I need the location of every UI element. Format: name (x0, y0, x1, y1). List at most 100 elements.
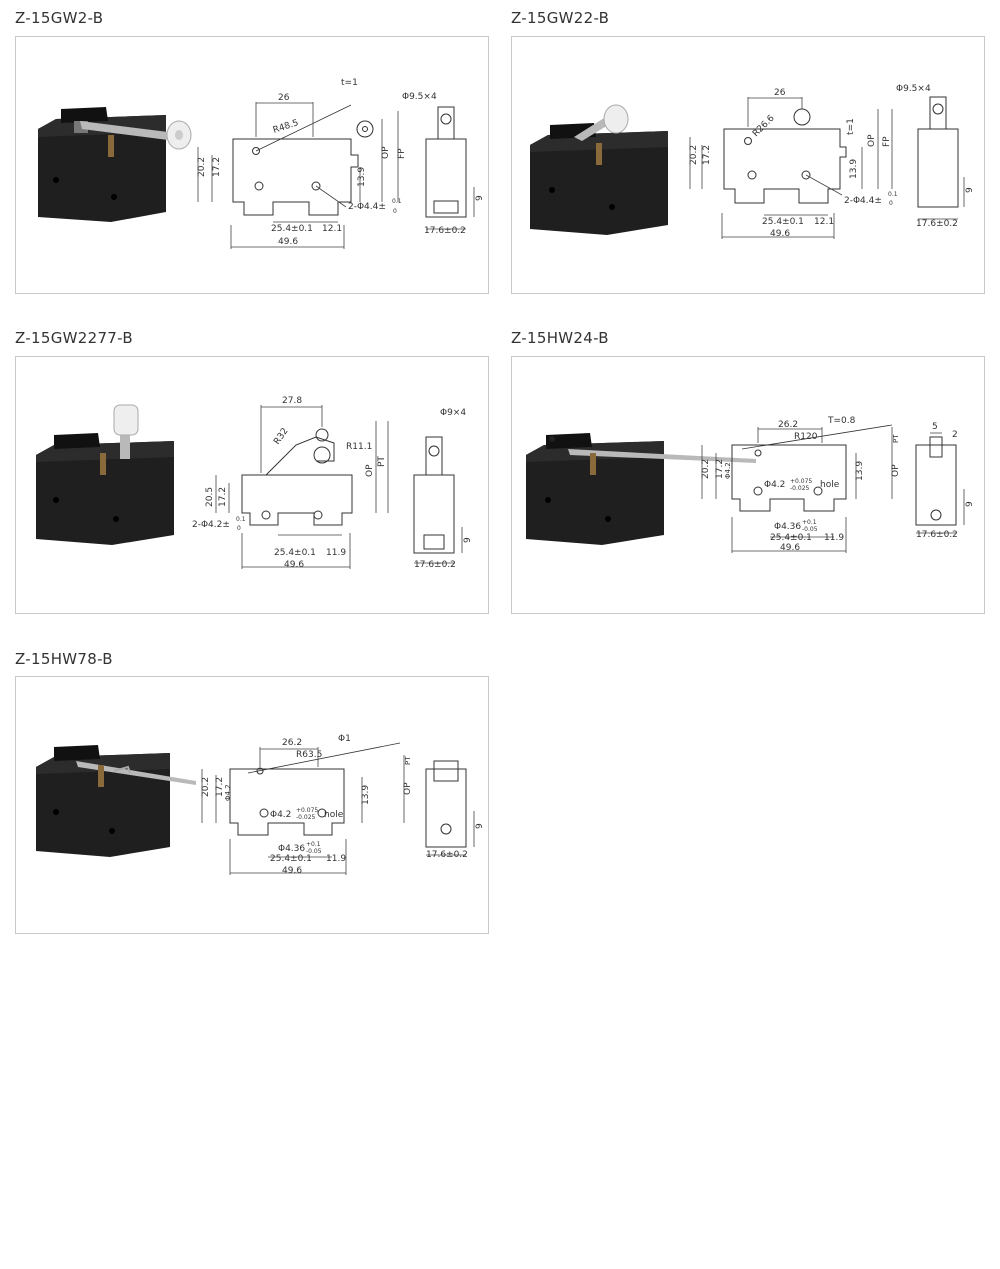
front-view-drawing (701, 424, 893, 553)
dim-label: R120 (794, 432, 818, 442)
dim-label: -0.025 (296, 814, 316, 821)
dim-label: 17.6±0.2 (916, 530, 958, 540)
dim-label: 26 (774, 88, 786, 98)
dim-label: 25.4±0.1 (270, 854, 312, 864)
product-figure: 27.8 R32 R11.1 20.5 17.2 OP PT 2-Φ4.2± 0… (36, 396, 473, 570)
dim-label: 25.4±0.1 (271, 224, 313, 234)
dim-label: 0.1 (392, 198, 402, 205)
dim-label: 13.9 (849, 159, 859, 179)
dim-label: 9 (463, 537, 473, 543)
panel-title: Z-15HW78-B (15, 650, 113, 668)
dim-label: 12.1 (814, 217, 834, 227)
dim-label: 20.2 (201, 777, 211, 797)
dim-label: 13.9 (855, 461, 865, 481)
dim-label: 26 (278, 93, 290, 103)
dim-label: 11.9 (326, 854, 346, 864)
switch-photo (526, 433, 756, 545)
dim-label: OP (891, 464, 901, 477)
dim-label: FP (397, 148, 407, 159)
switch-photo (530, 104, 668, 235)
dim-label: 17.6±0.2 (414, 560, 456, 570)
dim-label: Φ4.2 (224, 784, 232, 801)
dim-label: 2 (952, 430, 958, 440)
product-panel: 26.2 T=0.8 R120 PT 20.2 17.2 Φ4.2 Φ4.2 +… (511, 356, 985, 614)
dim-label: 0.1 (236, 516, 246, 523)
dim-label: t=1 (341, 78, 358, 88)
dim-label: T=0.8 (827, 416, 856, 426)
product-panel: 26.2 R63.5 Φ1 PT 20.2 17.2 Φ4.2 Φ4.2 +0.… (15, 676, 489, 934)
front-view-drawing (201, 742, 405, 875)
dim-label: 25.4±0.1 (762, 217, 804, 227)
dim-label: Φ4.36 (278, 844, 305, 854)
front-view-drawing (215, 405, 389, 569)
dim-label: R63.5 (296, 750, 322, 760)
dim-label: 17.6±0.2 (916, 219, 958, 229)
side-view-drawing (413, 436, 463, 564)
dim-label: 17.2 (715, 459, 725, 479)
dim-label: 25.4±0.1 (274, 548, 316, 558)
dim-label: 20.2 (689, 145, 699, 165)
dim-label: R11.1 (346, 442, 372, 452)
product-figure: 26.2 T=0.8 R120 PT 20.2 17.2 Φ4.2 Φ4.2 +… (526, 416, 975, 553)
dim-label: FP (882, 136, 892, 147)
dim-label: 27.8 (282, 396, 302, 406)
panel-title: Z-15HW24-B (511, 329, 609, 347)
product-panel: 26 R26.6 t=1 20.2 17.2 13.9 OP FP 2-Φ4.4… (511, 36, 985, 294)
side-view-drawing (425, 760, 475, 856)
dim-label: -0.025 (790, 485, 810, 492)
panel-title: Z-15GW2277-B (15, 329, 133, 347)
dim-label: 49.6 (278, 237, 298, 247)
dim-label: Φ4.2 (764, 480, 785, 490)
panel-title: Z-15GW2-B (15, 9, 104, 27)
dim-label: Φ9×4 (440, 408, 466, 418)
dim-label: 20.2 (701, 459, 711, 479)
dim-label: hole (324, 810, 344, 820)
front-view-drawing (197, 102, 399, 249)
product-figure: 26 R26.6 t=1 20.2 17.2 13.9 OP FP 2-Φ4.4… (530, 84, 975, 239)
dim-label: -0.05 (802, 526, 818, 533)
dim-label: 11.9 (824, 533, 844, 543)
switch-photo (38, 107, 192, 222)
dim-label: 2-Φ4.2± (192, 520, 230, 530)
front-view-drawing (689, 97, 893, 239)
dim-label: 49.6 (770, 229, 790, 239)
dim-label: PT (892, 434, 900, 443)
dim-label: -0.05 (306, 848, 322, 855)
dim-label: 49.6 (282, 866, 302, 876)
dim-label: OP (381, 146, 391, 159)
dim-label: 0 (237, 525, 241, 532)
dim-label: Φ4.36 (774, 522, 801, 532)
dim-label: 26.2 (778, 420, 798, 430)
dim-label: 11.9 (326, 548, 346, 558)
dim-label: 9 (965, 187, 975, 193)
dim-label: R26.6 (751, 113, 777, 139)
dim-label: 9 (475, 823, 485, 829)
dim-label: 12.1 (322, 224, 342, 234)
product-panel: 27.8 R32 R11.1 20.5 17.2 OP PT 2-Φ4.2± 0… (15, 356, 489, 614)
dim-label: 13.9 (357, 167, 367, 187)
product-panel: 26 t=1 R48.5 20.2 17.2 13.9 OP FP 2-Φ4.4… (15, 36, 489, 294)
dim-label: 2-Φ4.4± (844, 196, 882, 206)
product-figure: 26 t=1 R48.5 20.2 17.2 13.9 OP FP 2-Φ4.4… (38, 78, 485, 249)
dim-label: +0.1 (306, 841, 321, 848)
dim-label: 17.2 (212, 157, 222, 177)
dim-label: R48.5 (272, 118, 300, 136)
dim-label: t=1 (846, 118, 856, 135)
side-view-drawing (425, 106, 475, 230)
dim-label: 17.2 (702, 145, 712, 165)
dim-label: OP (365, 464, 375, 477)
side-view-drawing (917, 96, 965, 220)
dim-label: 0 (393, 208, 397, 215)
dim-label: 13.9 (361, 785, 371, 805)
dim-label: OP (867, 134, 877, 147)
dim-label: 0 (889, 200, 893, 207)
dim-label: 2-Φ4.4± (348, 202, 386, 212)
dim-label: Φ9.5×4 (896, 84, 931, 94)
dim-label: Φ1 (338, 734, 351, 744)
panel-title: Z-15GW22-B (511, 9, 610, 27)
dim-label: 0.1 (888, 191, 898, 198)
switch-photo (36, 404, 174, 545)
dim-label: Φ4.2 (724, 462, 732, 479)
dim-label: PT (377, 456, 387, 467)
dim-label: 49.6 (284, 560, 304, 570)
